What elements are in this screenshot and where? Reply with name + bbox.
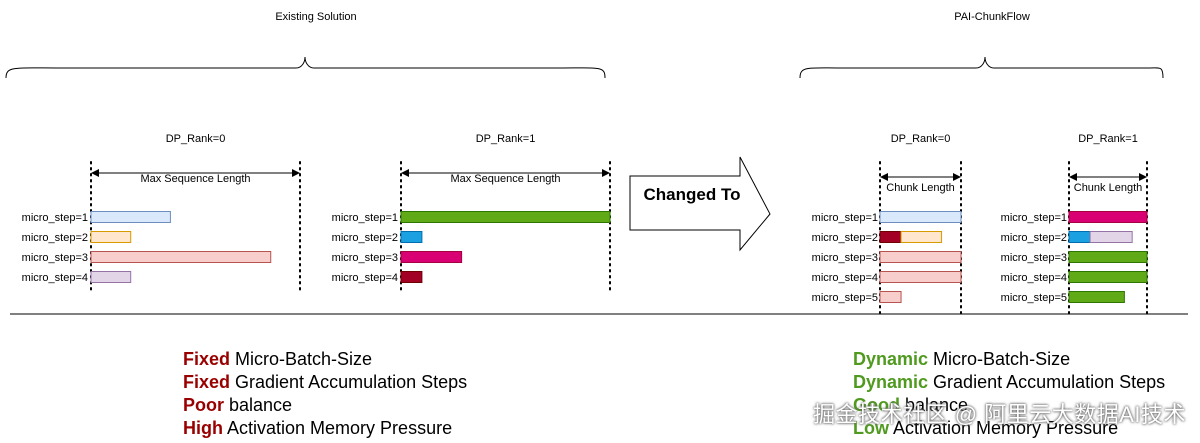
summary-item: Poor balance [183,394,467,417]
summary-item: Low Activation Memory Pressure [853,417,1165,440]
summary-keyword: Fixed [183,349,231,369]
sequence-bar [1068,251,1148,263]
sequence-bar [879,231,902,243]
summary-chunkflow: Dynamic Micro-Batch-Size Dynamic Gradien… [853,348,1165,440]
dp-rank-label: DP_Rank=0 [166,133,226,145]
summary-keyword: Fixed [183,372,231,392]
length-label: Chunk Length [886,182,955,194]
length-label: Max Sequence Length [450,173,560,185]
micro-step-label: micro_step=1 [22,212,88,224]
summary-text: Activation Memory Pressure [889,418,1119,438]
summary-keyword: Dynamic [853,349,929,369]
micro-step-label: micro_step=2 [332,232,398,244]
micro-step-label: micro_step=3 [332,252,398,264]
summary-existing: Fixed Micro-Batch-Size Fixed Gradient Ac… [183,348,467,440]
sequence-bar [879,211,962,223]
micro-step-label: micro_step=4 [812,272,878,284]
micro-step-label: micro_step=2 [812,232,878,244]
micro-step-label: micro_step=1 [332,212,398,224]
summary-keyword: High [183,418,223,438]
sequence-bar [1089,231,1133,243]
sequence-bar [1068,271,1148,283]
summary-text: Gradient Accumulation Steps [230,372,468,392]
summary-item: Fixed Micro-Batch-Size [183,348,467,371]
micro-step-label: micro_step=4 [22,272,88,284]
summary-item: Fixed Gradient Accumulation Steps [183,371,467,394]
brace-pai-chunkflow [799,56,1164,79]
sequence-bar [90,251,272,263]
summary-text: balance [224,395,293,415]
sequence-bar [879,271,962,283]
summary-text: Micro-Batch-Size [230,349,373,369]
summary-text: balance [900,395,969,415]
title-existing-solution: Existing Solution [275,11,356,23]
micro-step-label: micro_step=4 [1001,272,1067,284]
summary-item: Dynamic Gradient Accumulation Steps [853,371,1165,394]
changed-to-arrow [629,156,771,252]
sequence-bar [90,271,132,283]
summary-item: High Activation Memory Pressure [183,417,467,440]
title-pai-chunkflow: PAI-ChunkFlow [954,11,1030,23]
summary-text: Gradient Accumulation Steps [928,372,1166,392]
changed-to-label: Changed To [644,185,741,204]
micro-step-label: micro_step=5 [1001,292,1067,304]
summary-keyword: Low [853,418,889,438]
sequence-bar [400,211,611,223]
summary-keyword: Dynamic [853,372,929,392]
summary-text: Micro-Batch-Size [928,349,1071,369]
micro-step-label: micro_step=2 [22,232,88,244]
micro-step-label: micro_step=3 [1001,252,1067,264]
micro-step-label: micro_step=5 [812,292,878,304]
sequence-bar [90,211,171,223]
sequence-bar [400,271,423,283]
watermark: 掘金技术社区 @ 阿里云大数据AI技术 [813,402,1186,427]
sequence-bar [90,231,132,243]
dp-rank-label: DP_Rank=0 [891,133,951,145]
sequence-bar [879,251,962,263]
sequence-bar [900,231,943,243]
micro-step-label: micro_step=1 [812,212,878,224]
micro-step-label: micro_step=2 [1001,232,1067,244]
length-label: Max Sequence Length [140,173,250,185]
sequence-bar [400,231,423,243]
micro-step-label: micro_step=3 [22,252,88,264]
summary-item: Good balance [853,394,1165,417]
brace-existing-solution [5,56,606,79]
summary-keyword: Poor [183,395,225,415]
micro-step-label: micro_step=4 [332,272,398,284]
sequence-bar [879,291,902,303]
dp-rank-label: DP_Rank=1 [1078,133,1138,145]
summary-keyword: Good [853,395,900,415]
sequence-bar [1068,231,1091,243]
micro-step-label: micro_step=1 [1001,212,1067,224]
sequence-bar [400,251,463,263]
sequence-bar [1068,211,1148,223]
length-label: Chunk Length [1074,182,1143,194]
summary-item: Dynamic Micro-Batch-Size [853,348,1165,371]
micro-step-label: micro_step=3 [812,252,878,264]
summary-text: Activation Memory Pressure [223,418,453,438]
sequence-bar [1068,291,1125,303]
dp-rank-label: DP_Rank=1 [476,133,536,145]
